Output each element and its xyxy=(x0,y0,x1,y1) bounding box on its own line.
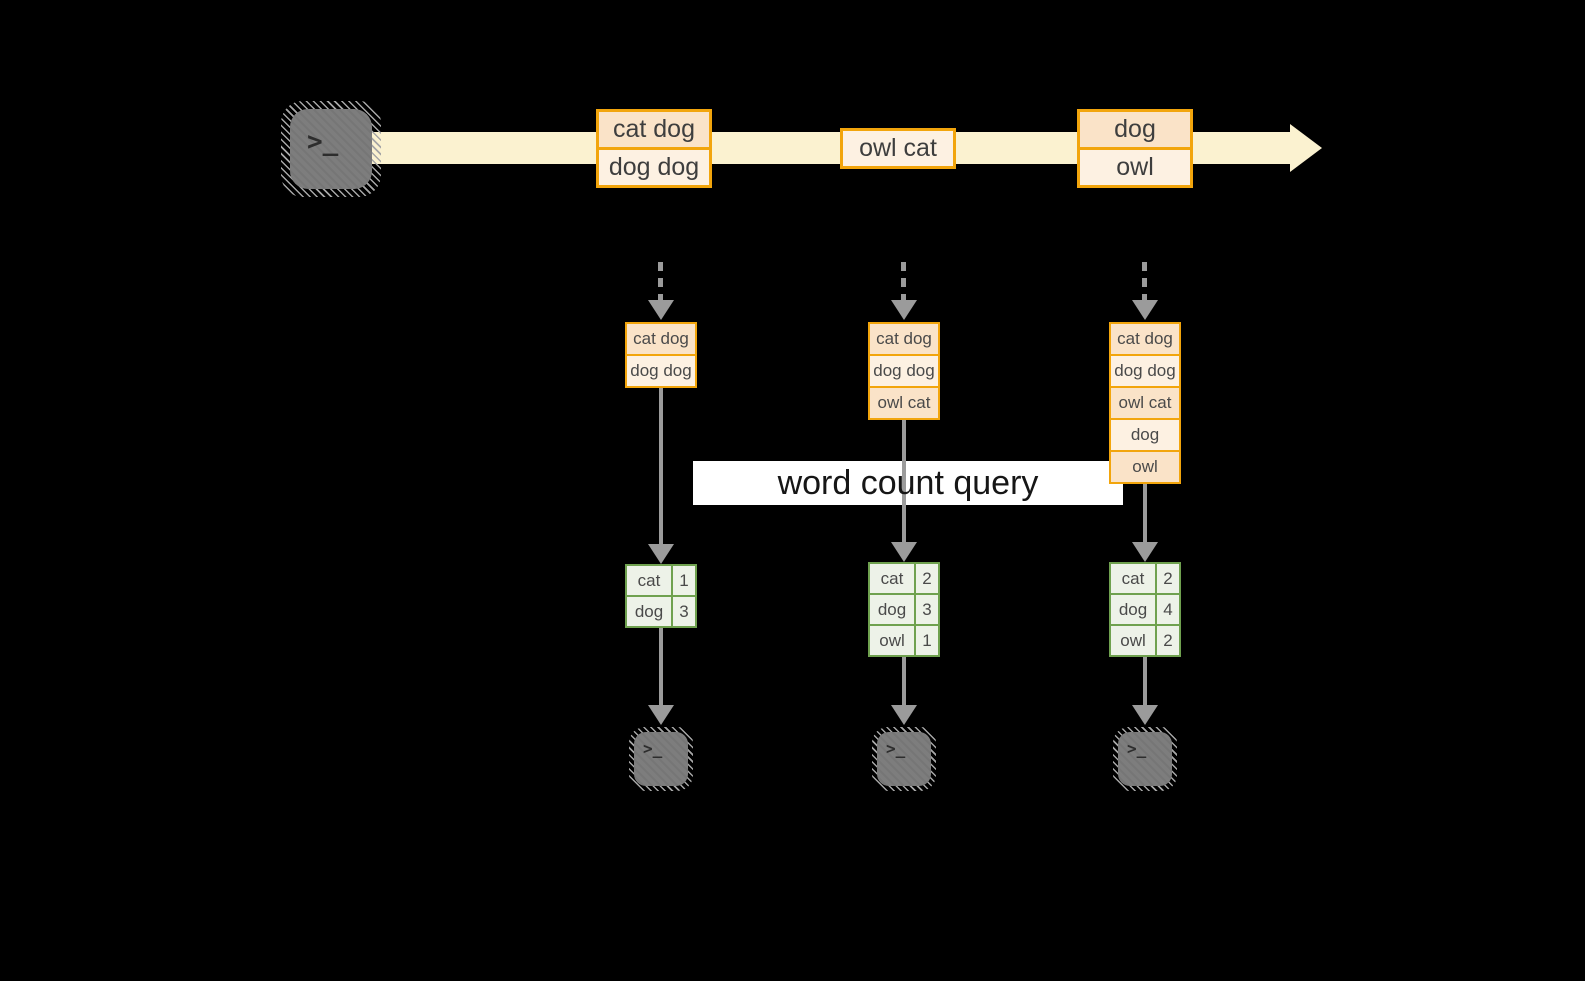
stream-arrowhead-icon xyxy=(1290,124,1322,172)
count-row: cat 2 xyxy=(1111,564,1179,593)
terminal-body: >_ xyxy=(877,732,931,786)
arrowhead-icon xyxy=(1132,300,1158,320)
terminal-prompt-icon: >_ xyxy=(643,739,663,758)
count-row: dog 3 xyxy=(627,597,695,626)
arrowhead-icon xyxy=(648,705,674,725)
state-row: cat dog xyxy=(1111,324,1179,354)
terminal-source-icon: >_ xyxy=(281,101,381,197)
state-box-3: cat dog dog dog owl cat dog owl xyxy=(1109,322,1181,484)
dashed-arrow xyxy=(901,262,906,301)
count-row: dog 3 xyxy=(870,595,938,624)
count-word: dog xyxy=(870,595,914,624)
count-row: cat 1 xyxy=(627,566,695,595)
terminal-prompt-icon: >_ xyxy=(886,739,906,758)
state-box-2: cat dog dog dog owl cat xyxy=(868,322,940,420)
count-word: cat xyxy=(870,564,914,593)
arrowhead-icon xyxy=(648,300,674,320)
state-box-1: cat dog dog dog xyxy=(625,322,697,388)
arrowhead-icon xyxy=(1132,705,1158,725)
count-value: 2 xyxy=(1157,626,1179,655)
count-row: dog 4 xyxy=(1111,595,1179,624)
count-word: owl xyxy=(1111,626,1155,655)
terminal-sink-icon: >_ xyxy=(1113,727,1177,791)
state-row: owl cat xyxy=(870,388,938,418)
connector-line xyxy=(902,657,906,706)
stream-record: owl cat xyxy=(843,131,953,166)
stream-record: cat dog xyxy=(599,112,709,147)
state-row: cat dog xyxy=(627,324,695,354)
arrowhead-icon xyxy=(891,300,917,320)
count-value: 4 xyxy=(1157,595,1179,624)
count-value: 1 xyxy=(673,566,695,595)
arrowhead-icon xyxy=(891,705,917,725)
stream-batch-3: dog owl xyxy=(1077,109,1193,188)
dashed-arrow xyxy=(658,262,663,301)
state-row: dog xyxy=(1111,420,1179,450)
state-row: dog dog xyxy=(627,356,695,386)
connector-line xyxy=(659,628,663,706)
count-value: 2 xyxy=(1157,564,1179,593)
count-word: dog xyxy=(627,597,671,626)
connector-line xyxy=(1143,657,1147,706)
arrowhead-icon xyxy=(648,544,674,564)
terminal-body: >_ xyxy=(290,109,372,189)
count-value: 2 xyxy=(916,564,938,593)
connector-line xyxy=(1143,480,1147,543)
terminal-sink-icon: >_ xyxy=(872,727,936,791)
terminal-body: >_ xyxy=(634,732,688,786)
connector-line xyxy=(659,384,663,545)
query-label: word count query xyxy=(777,463,1039,502)
state-row: dog dog xyxy=(870,356,938,386)
stream-batch-1: cat dog dog dog xyxy=(596,109,712,188)
count-value: 3 xyxy=(916,595,938,624)
query-label-background xyxy=(693,461,1123,505)
state-row: owl cat xyxy=(1111,388,1179,418)
count-table-3: cat 2 dog 4 owl 2 xyxy=(1109,562,1181,657)
count-table-1: cat 1 dog 3 xyxy=(625,564,697,628)
count-word: cat xyxy=(627,566,671,595)
count-word: owl xyxy=(870,626,914,655)
count-row: cat 2 xyxy=(870,564,938,593)
count-value: 3 xyxy=(673,597,695,626)
stream-record: dog xyxy=(1080,112,1190,147)
terminal-sink-icon: >_ xyxy=(629,727,693,791)
state-row: owl xyxy=(1111,452,1179,482)
count-value: 1 xyxy=(916,626,938,655)
dashed-arrow xyxy=(1142,262,1147,301)
stream-record: owl xyxy=(1080,150,1190,185)
state-row: cat dog xyxy=(870,324,938,354)
state-row: dog dog xyxy=(1111,356,1179,386)
count-word: dog xyxy=(1111,595,1155,624)
count-row: owl 2 xyxy=(1111,626,1179,655)
stream-record: dog dog xyxy=(599,150,709,185)
terminal-prompt-icon: >_ xyxy=(1127,739,1147,758)
arrowhead-icon xyxy=(1132,542,1158,562)
terminal-prompt-icon: >_ xyxy=(307,127,339,157)
arrowhead-icon xyxy=(891,542,917,562)
connector-line xyxy=(902,416,906,543)
terminal-body: >_ xyxy=(1118,732,1172,786)
stream-batch-2: owl cat xyxy=(840,128,956,169)
count-row: owl 1 xyxy=(870,626,938,655)
count-word: cat xyxy=(1111,564,1155,593)
count-table-2: cat 2 dog 3 owl 1 xyxy=(868,562,940,657)
